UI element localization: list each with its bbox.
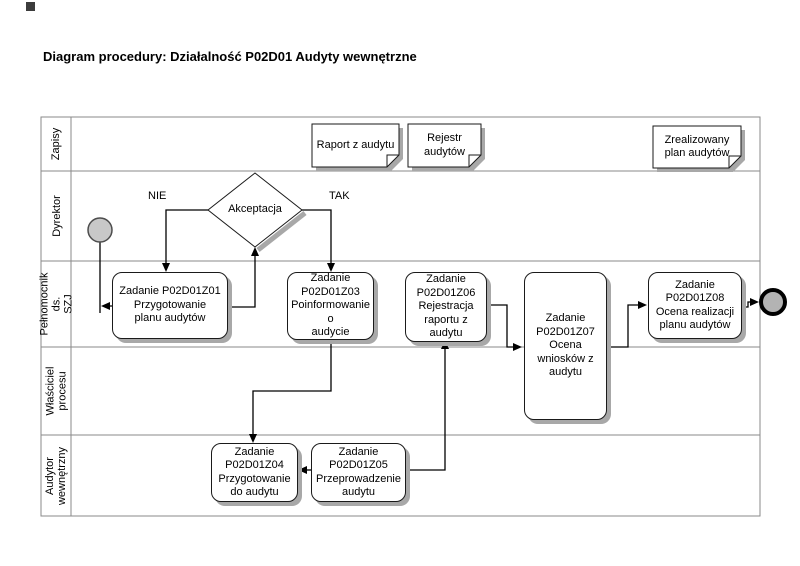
task-p02d01z07: Zadanie P02D01Z07 Ocena wniosków z audyt…	[524, 272, 607, 420]
document-raport-z-audytu	[311, 123, 400, 168]
arrowhead-down-z03	[327, 263, 335, 272]
page-title: Diagram procedury: Działalność P02D01 Au…	[43, 49, 417, 64]
arrowhead-down-z01	[162, 263, 170, 272]
lane-label: Pełnomocnik ds. SZJ	[38, 272, 75, 336]
arrowhead-up-z06	[441, 340, 449, 349]
start-event	[87, 217, 113, 243]
swimlane-grid	[40, 116, 761, 517]
task-p02d01z01: Zadanie P02D01Z01 Przygotowanie planu au…	[112, 272, 228, 339]
lane-label: Audytor wewnętrzny	[44, 446, 69, 505]
flow-gateway-nie-to-z01	[165, 209, 208, 266]
corner-artifact	[26, 2, 35, 11]
task-p02d01z08: Zadanie P02D01Z08 Ocena realizacji planu…	[648, 272, 742, 339]
arrowhead-right-z07	[513, 343, 522, 351]
flow-z07-to-z08	[605, 304, 639, 348]
flow-z03-to-z04	[252, 338, 332, 437]
document-zrealizowany-plan	[652, 125, 742, 169]
flow-z05-to-z06	[404, 346, 446, 471]
flow-z06-to-z07	[485, 304, 514, 348]
arrowhead-right-z08	[638, 301, 647, 309]
flow-z01-to-gateway	[226, 252, 256, 308]
flow-gateway-tak-to-z03	[302, 209, 332, 266]
end-event	[759, 288, 787, 316]
lane-dyrektor: Dyrektor	[42, 171, 71, 261]
document-rejestr-audytow	[407, 123, 482, 168]
task-p02d01z04: Zadanie P02D01Z04 Przygotowanie do audyt…	[211, 443, 298, 502]
gateway-label: Akceptacja	[228, 203, 282, 215]
lane-audytor: Audytor wewnętrzny	[42, 435, 71, 516]
arrowhead-down-z04	[249, 434, 257, 443]
document-label-rejestr: Rejestr audytów	[424, 132, 465, 158]
flow-z08-to-end	[740, 301, 751, 308]
gateway-shadow	[256, 211, 307, 252]
flow-start-to-z01	[99, 240, 112, 313]
lane-zapisy: Zapisy	[42, 117, 71, 171]
task-p02d01z03: Zadanie P02D01Z03 Poinformowanie o audyc…	[287, 272, 374, 340]
arrowhead-left-start	[101, 302, 110, 310]
lane-wlasciciel: Właściciel procesu	[42, 347, 71, 435]
lane-label: Właściciel procesu	[44, 366, 69, 416]
document-label-plan: Zrealizowany plan audytów	[664, 133, 730, 160]
lane-pelnomocnik: Pełnomocnik ds. SZJ	[39, 261, 75, 347]
branch-label-nie: NIE	[148, 190, 167, 202]
lane-label: Zapisy	[50, 127, 63, 161]
arrowhead-left-z04	[298, 466, 307, 474]
task-p02d01z05: Zadanie P02D01Z05 Przeprowadzenie audytu	[311, 443, 406, 502]
document-label-raport: Raport z audytu	[316, 138, 395, 151]
branch-label-tak: TAK	[329, 190, 350, 202]
lane-label: Dyrektor	[50, 195, 63, 237]
arrowhead-up-gateway	[251, 247, 259, 256]
task-p02d01z06: Zadanie P02D01Z06 Rejestracja raportu z …	[405, 272, 487, 342]
arrowhead-right-end	[750, 298, 759, 306]
